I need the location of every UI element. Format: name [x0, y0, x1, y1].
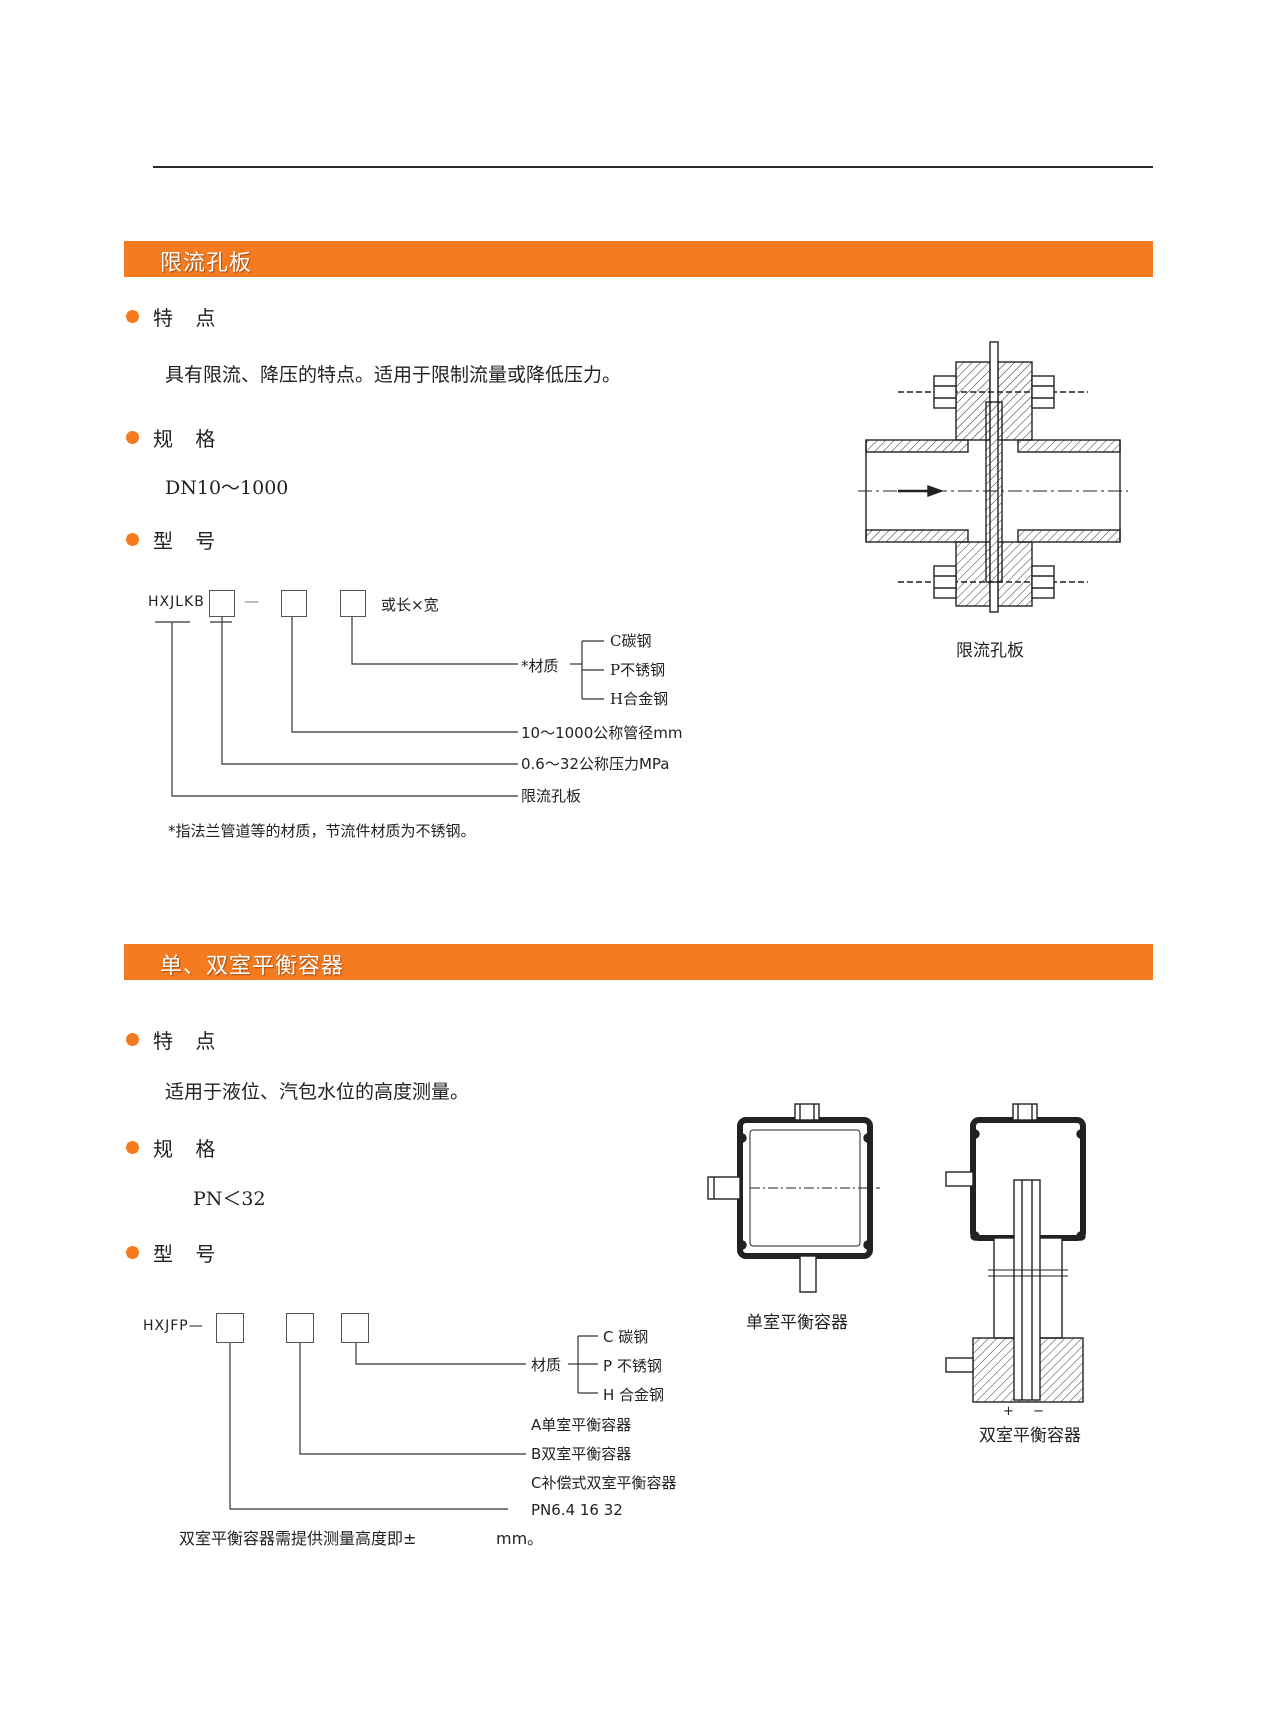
type-a: A单室平衡容器 — [531, 1416, 632, 1434]
type-b: B双室平衡容器 — [531, 1445, 632, 1463]
material-p: P不锈钢 — [610, 661, 666, 679]
bullet-icon — [126, 431, 139, 444]
bullet-icon — [126, 1246, 139, 1259]
footnote: *指法兰管道等的材质，节流件材质为不锈钢。 — [168, 822, 476, 840]
plus-sign: + — [1003, 1404, 1014, 1419]
header-rule — [153, 166, 1153, 168]
code-box — [340, 590, 366, 617]
dn-label: 10～1000公称管径mm — [521, 724, 683, 742]
code-box — [216, 1313, 244, 1343]
footnote: 双室平衡容器需提供测量高度即± — [179, 1529, 417, 1548]
footnote-unit: mm。 — [496, 1529, 544, 1548]
orifice-plate-drawing — [858, 341, 1128, 613]
code-box — [281, 590, 307, 617]
features-text: 具有限流、降压的特点。适用于限制流量或降低压力。 — [165, 364, 622, 386]
section-banner-orifice: 限流孔板 — [124, 241, 1153, 277]
section-banner-balance: 单、双室平衡容器 — [124, 944, 1153, 980]
model-code: HXJFP— — [143, 1318, 204, 1334]
spec-text: DN10～1000 — [165, 477, 289, 499]
material-label: 材质 — [531, 1356, 562, 1374]
double-chamber-drawing — [945, 1103, 1086, 1403]
code-box — [286, 1313, 314, 1343]
code-box — [209, 590, 235, 617]
spec-heading: 规 格 — [153, 427, 224, 451]
section-title: 限流孔板 — [160, 251, 253, 276]
single-chamber-drawing — [707, 1103, 880, 1293]
bullet-icon — [126, 310, 139, 323]
material-c: C 碳钢 — [603, 1328, 649, 1346]
bullet-icon — [126, 1033, 139, 1046]
model-heading: 型 号 — [153, 529, 224, 553]
spec-text: PN＜32 — [193, 1188, 266, 1210]
bullet-icon — [126, 533, 139, 546]
material-h: H合金钢 — [610, 690, 669, 708]
minus-sign: − — [1033, 1404, 1044, 1419]
spec-heading: 规 格 — [153, 1137, 224, 1161]
code-box — [341, 1313, 369, 1343]
code-dash: — — [244, 592, 259, 610]
bullet-icon — [126, 1141, 139, 1154]
figure-caption-single: 单室平衡容器 — [746, 1313, 848, 1333]
name-label: 限流孔板 — [521, 787, 582, 805]
material-h: H 合金钢 — [603, 1386, 665, 1404]
section-title: 单、双室平衡容器 — [160, 954, 345, 979]
model-code: HXJLKB — [148, 594, 205, 610]
type-c: C补偿式双室平衡容器 — [531, 1474, 677, 1492]
features-text: 适用于液位、汽包水位的高度测量。 — [165, 1081, 470, 1103]
pn-label: 0.6～32公称压力MPa — [521, 755, 670, 773]
features-heading: 特 点 — [153, 1029, 224, 1053]
figure-caption-double: 双室平衡容器 — [979, 1426, 1081, 1446]
pn-list: PN6.4 16 32 — [531, 1501, 623, 1519]
features-heading: 特 点 — [153, 306, 224, 330]
material-c: C碳钢 — [610, 632, 652, 650]
material-label: *材质 — [521, 657, 559, 675]
model-heading: 型 号 — [153, 1242, 224, 1266]
material-p: P 不锈钢 — [603, 1357, 662, 1375]
figure-caption-orifice: 限流孔板 — [956, 641, 1024, 661]
size-note: 或长×宽 — [381, 596, 439, 614]
